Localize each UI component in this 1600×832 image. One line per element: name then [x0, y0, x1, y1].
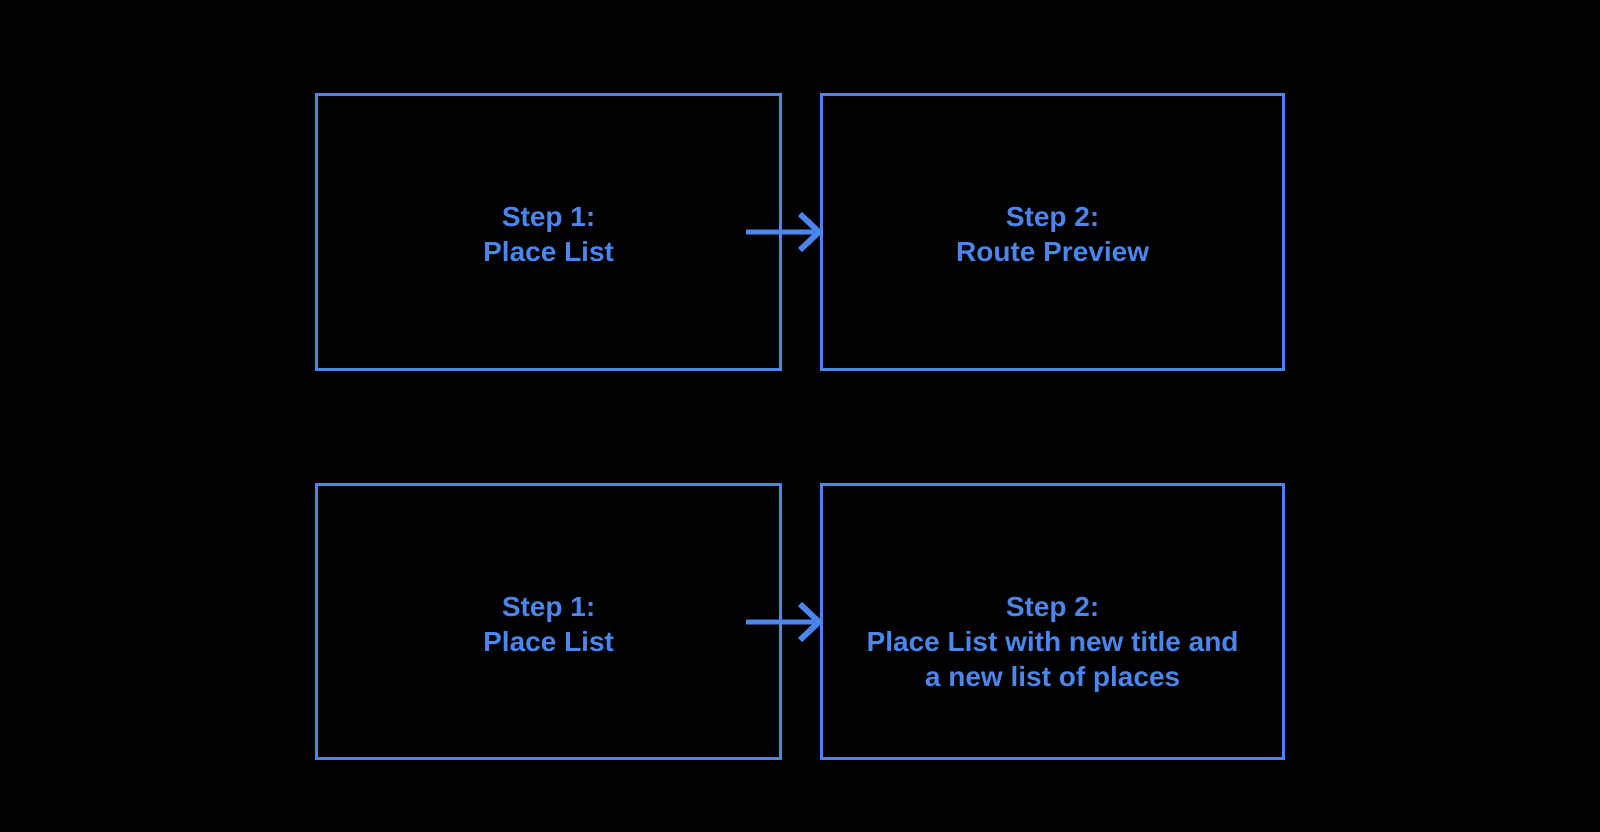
- flow2-step1-label: Step 1: Place List: [318, 589, 779, 659]
- node-label-line: a new list of places: [924, 661, 1181, 692]
- node-label-line: Place List: [483, 236, 614, 267]
- flow1-step1-node: Step 1: Place List: [315, 93, 782, 371]
- flow2-step2-node: Step 2: Place List with new title and a …: [820, 483, 1285, 760]
- node-label-line: Place List: [483, 626, 614, 657]
- flow2-arrow-right-icon: [746, 601, 823, 643]
- node-label-line: Step 2:: [1005, 201, 1100, 232]
- node-label-line: Step 1:: [501, 201, 596, 232]
- node-label-line: Step 1:: [501, 591, 596, 622]
- node-label-line: Step 2:: [1005, 591, 1100, 622]
- node-label-line: Place List with new title and: [866, 626, 1239, 657]
- flow1-step1-label: Step 1: Place List: [318, 199, 779, 269]
- flow2-step1-node: Step 1: Place List: [315, 483, 782, 760]
- flow1-step2-node: Step 2: Route Preview: [820, 93, 1285, 371]
- flow2-step2-label: Step 2: Place List with new title and a …: [823, 589, 1282, 694]
- node-label-line: Route Preview: [956, 236, 1149, 267]
- flow1-arrow-right-icon: [746, 211, 823, 253]
- flow1-step2-label: Step 2: Route Preview: [823, 199, 1282, 269]
